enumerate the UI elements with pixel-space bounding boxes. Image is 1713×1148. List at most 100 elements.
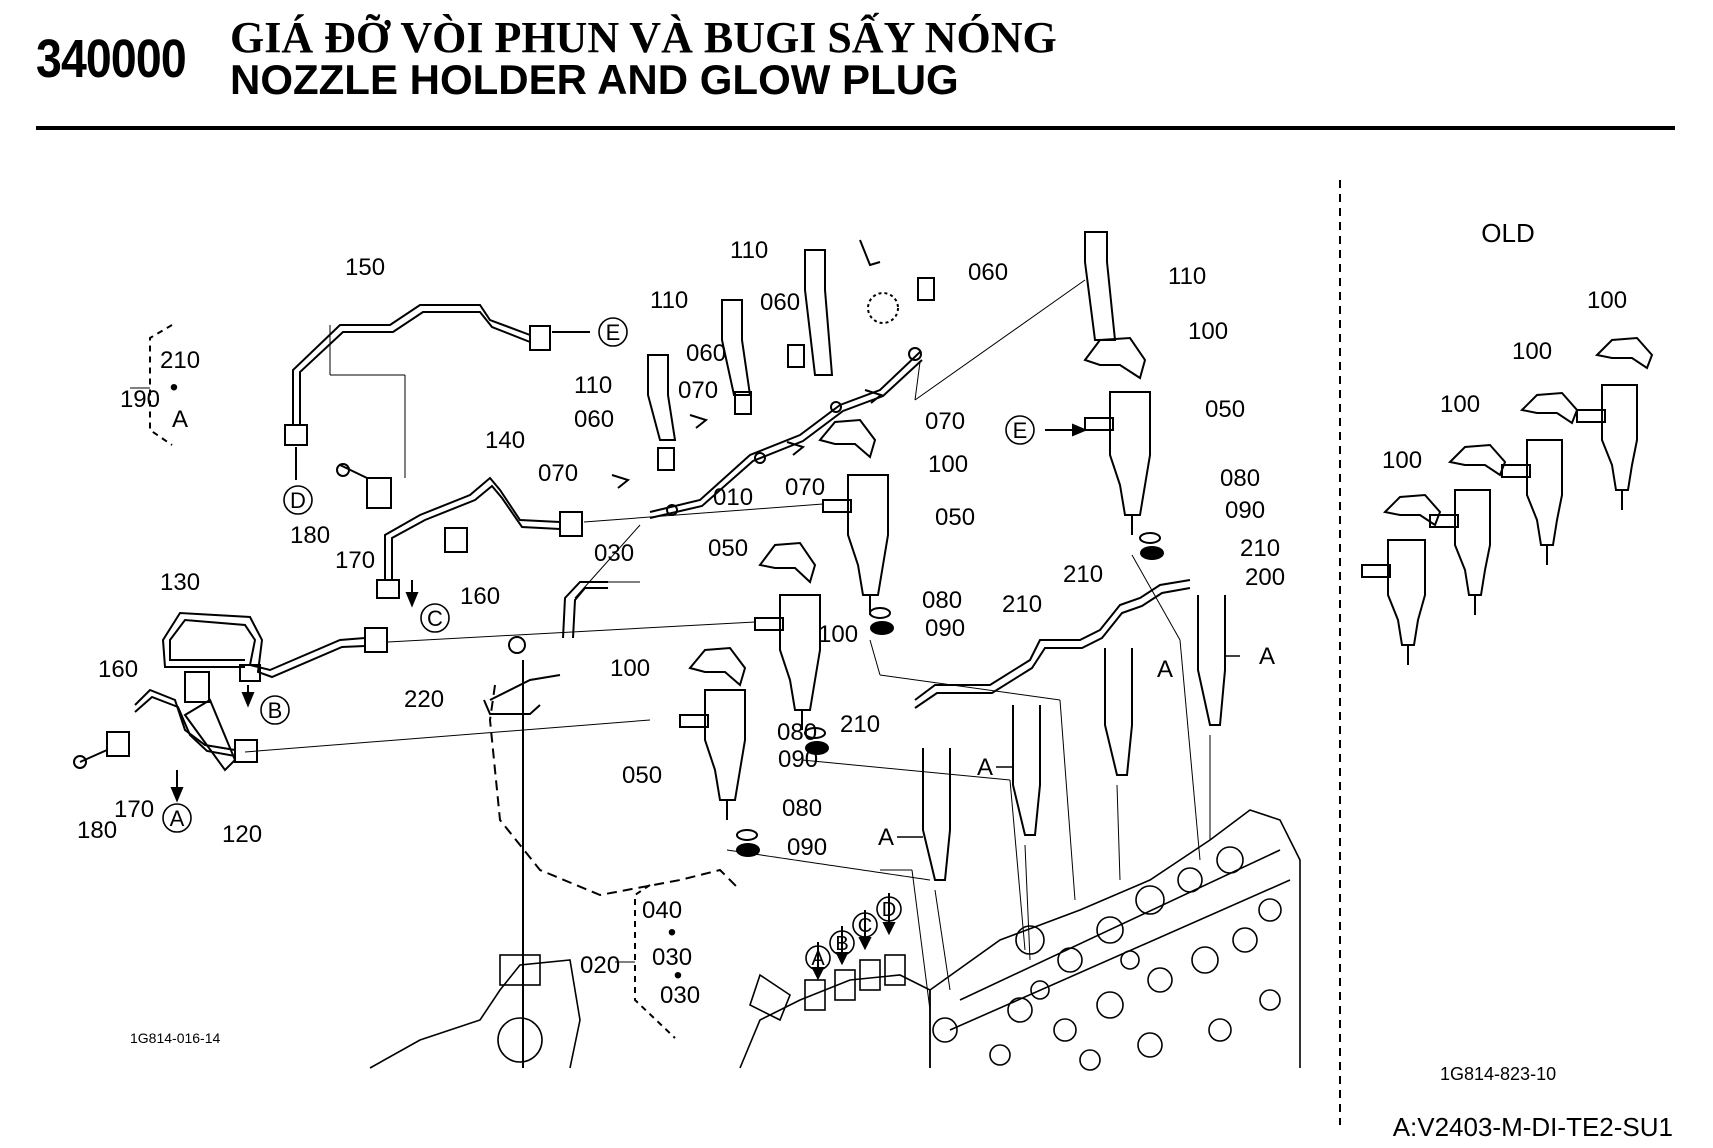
label-070-d: 070: [925, 408, 965, 435]
label-old-100-2: 100: [1440, 391, 1480, 418]
label-030-lower-a: 030: [652, 944, 692, 971]
marker-e-circle-top: [598, 317, 628, 347]
model-code: A:V2403-M-DI-TE2-SU1: [1392, 1112, 1673, 1142]
injection-pipe-120: [134, 688, 236, 751]
engine-block: [929, 809, 1301, 1071]
figure-id-main: 1G814-016-14: [130, 1030, 221, 1046]
clamp-170-upper: [366, 477, 392, 509]
old-section-label: OLD: [1481, 218, 1534, 248]
label-010: 010: [713, 484, 753, 511]
figure-id-old: 1G814-823-10: [1440, 1064, 1556, 1084]
section-code: 340000: [36, 29, 187, 89]
marker-b-circle: [260, 695, 290, 725]
label-100-c: 100: [928, 451, 968, 478]
label-080-b: 080: [777, 719, 817, 746]
label-090-b: 090: [778, 746, 818, 773]
label-210-a: 210: [840, 711, 880, 738]
label-050-b: 050: [708, 535, 748, 562]
label-110-c: 110: [730, 237, 768, 264]
label-060-d: 060: [968, 259, 1008, 286]
label-180-upper: 180: [290, 522, 330, 549]
old-nozzle-holder-3: [1501, 391, 1579, 565]
bolt-060-1: [657, 447, 675, 471]
label-210-d: 210: [1240, 535, 1280, 562]
glow-plug-2: [1012, 705, 1041, 836]
label-210-b: 210: [1002, 591, 1042, 618]
injection-pump: [739, 954, 931, 1069]
nozzle-holder-3: [822, 474, 889, 615]
nozzle-holder-2: [754, 594, 821, 730]
label-070-left: 070: [538, 460, 578, 487]
group-020-bracket: [634, 884, 676, 1039]
label-130: 130: [160, 569, 200, 596]
label-090-d: 090: [1225, 497, 1265, 524]
glow-plug-marker-a-2: A: [977, 754, 993, 781]
marker-a: A: [170, 806, 185, 831]
return-hose: [572, 587, 608, 639]
leak-off-pipe-010: [649, 351, 921, 513]
bolt-060-2: [734, 391, 752, 415]
leader-lines: [244, 279, 1211, 1011]
clamp-170-lower: [106, 731, 130, 757]
label-050-d: 050: [1205, 396, 1245, 423]
label-080-a: 080: [782, 795, 822, 822]
title-english: NOZZLE HOLDER AND GLOW PLUG: [230, 56, 959, 103]
label-100-d: 100: [1188, 318, 1228, 345]
label-090-c: 090: [925, 615, 965, 642]
nozzle-clamp-100-1: [688, 646, 747, 687]
marker-d: D: [290, 488, 306, 513]
group-190-bracket: [149, 324, 173, 446]
bolt-110-4: [1084, 231, 1117, 341]
spring-clip: [859, 239, 881, 267]
label-170-lower: 170: [114, 796, 154, 823]
nozzle-holder-4: [1084, 391, 1151, 535]
marker-e-circle-right: [1005, 415, 1035, 445]
label-070-c: 070: [785, 474, 825, 501]
clamp-160-upper: [444, 527, 468, 553]
label-220: 220: [404, 686, 444, 713]
title-vietnamese: GIÁ ĐỠ VÒI PHUN VÀ BUGI SẤY NÓNG: [230, 13, 1057, 62]
washers: [611, 389, 1164, 857]
label-060-b: 060: [686, 340, 726, 367]
glow-plug-marker-a-3: A: [1157, 656, 1173, 683]
label-090-a: 090: [787, 834, 827, 861]
nozzle-clamp-100-2: [758, 541, 817, 584]
label-190: 190: [120, 386, 160, 413]
label-180-lower: 180: [77, 817, 117, 844]
label-150: 150: [345, 254, 385, 281]
label-140: 140: [485, 427, 525, 454]
label-160-upper: 160: [460, 583, 500, 610]
label-080-c: 080: [922, 587, 962, 614]
label-100-a: 100: [610, 655, 650, 682]
glow-plug-3: [1104, 648, 1133, 776]
marker-c: C: [427, 606, 443, 631]
bolt-110-2: [721, 299, 752, 396]
glow-plug-lead-200: [914, 579, 1191, 701]
label-110-b: 110: [650, 287, 688, 314]
label-160-lower: 160: [98, 656, 138, 683]
glow-plug-1: [922, 748, 951, 881]
injection-pipe-150: [292, 304, 531, 425]
label-dot-040: •: [668, 919, 676, 946]
injection-pipe-140: [384, 476, 561, 580]
marker-b: B: [268, 698, 283, 723]
label-old-100-4: 100: [1587, 287, 1627, 314]
label-030-lower-b: 030: [660, 982, 700, 1009]
governor-housing: [369, 954, 581, 1069]
label-a-group: A: [172, 406, 188, 433]
old-nozzle-holder-2: [1429, 443, 1507, 615]
label-050-c: 050: [935, 504, 975, 531]
marker-a-circle: [162, 803, 192, 833]
nozzle-clamp-100-3: [818, 418, 877, 459]
label-dot-030: •: [674, 962, 682, 989]
glow-plug-marker-a-4: A: [1259, 643, 1275, 670]
header-rule: [36, 126, 1675, 130]
label-120: 120: [222, 821, 262, 848]
label-070-b: 070: [678, 377, 718, 404]
old-nozzle-holder-1: [1361, 493, 1442, 665]
label-040: 040: [642, 897, 682, 924]
glow-plug-marker-a-1: A: [878, 824, 894, 851]
label-old-100-3: 100: [1512, 338, 1552, 365]
clamp-160-lower: [184, 671, 210, 703]
